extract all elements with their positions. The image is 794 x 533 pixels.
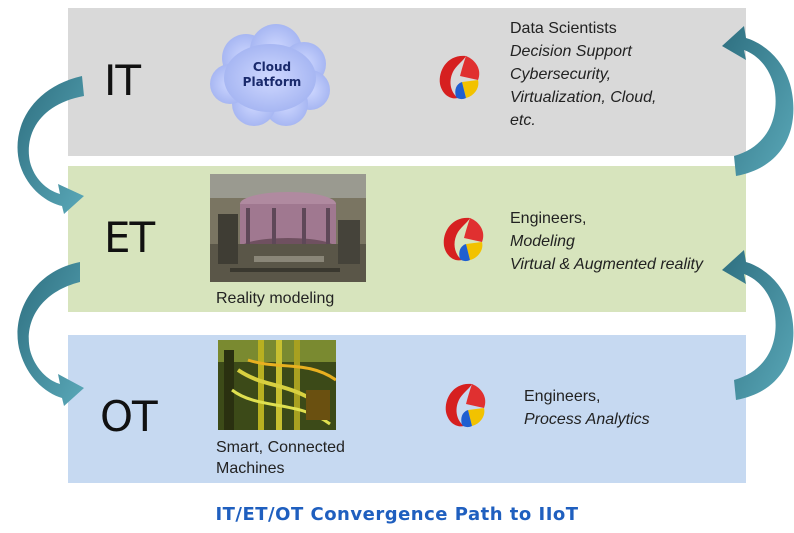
- et-label: ET: [104, 213, 155, 262]
- it-line-2: Decision Support: [510, 43, 632, 60]
- ot-description: Engineers, Process Analytics: [524, 385, 650, 431]
- it-line-4: Virtualization, Cloud,: [510, 89, 657, 106]
- arrow-et-to-it: [722, 26, 794, 176]
- it-line-3: Cybersecurity,: [510, 66, 612, 83]
- it-description: Data Scientists Decision Support Cyberse…: [510, 17, 656, 132]
- et-line-3: Virtual & Augmented reality: [510, 256, 703, 273]
- et-band: [68, 166, 746, 312]
- brand-logo-icon: [443, 217, 484, 262]
- ot-caption: Smart, Connected Machines: [216, 437, 345, 479]
- et-line-1: Engineers,: [510, 210, 587, 227]
- cloud-line-2: Platform: [242, 75, 302, 89]
- it-line-1: Data Scientists: [510, 20, 617, 37]
- ot-label: OT: [100, 392, 158, 441]
- brand-logo-icon: [439, 55, 480, 100]
- connected-machine-image: [218, 340, 336, 430]
- et-line-2: Modeling: [510, 233, 575, 250]
- brand-logo-icon: [445, 383, 486, 428]
- reality-model-image: [210, 174, 366, 282]
- ot-caption-line-1: Smart, Connected: [216, 439, 345, 456]
- ot-line-2: Process Analytics: [524, 411, 650, 428]
- cloud-platform-text: Cloud Platform: [232, 60, 312, 90]
- it-line-5: etc.: [510, 112, 536, 129]
- ot-caption-line-2: Machines: [216, 460, 285, 477]
- et-description: Engineers, Modeling Virtual & Augmented …: [510, 207, 703, 276]
- arrow-et-to-ot: [17, 262, 84, 406]
- cloud-icon: [210, 24, 330, 126]
- arrow-it-to-et: [17, 76, 84, 214]
- it-label: IT: [104, 56, 141, 105]
- ot-line-1: Engineers,: [524, 388, 601, 405]
- et-caption: Reality modeling: [216, 290, 335, 307]
- it-band: [68, 8, 746, 156]
- diagram-title: IT/ET/OT Convergence Path to IIoT: [215, 504, 579, 525]
- cloud-line-1: Cloud: [252, 60, 292, 74]
- arrow-ot-to-et: [722, 250, 794, 400]
- ot-band: [68, 335, 746, 483]
